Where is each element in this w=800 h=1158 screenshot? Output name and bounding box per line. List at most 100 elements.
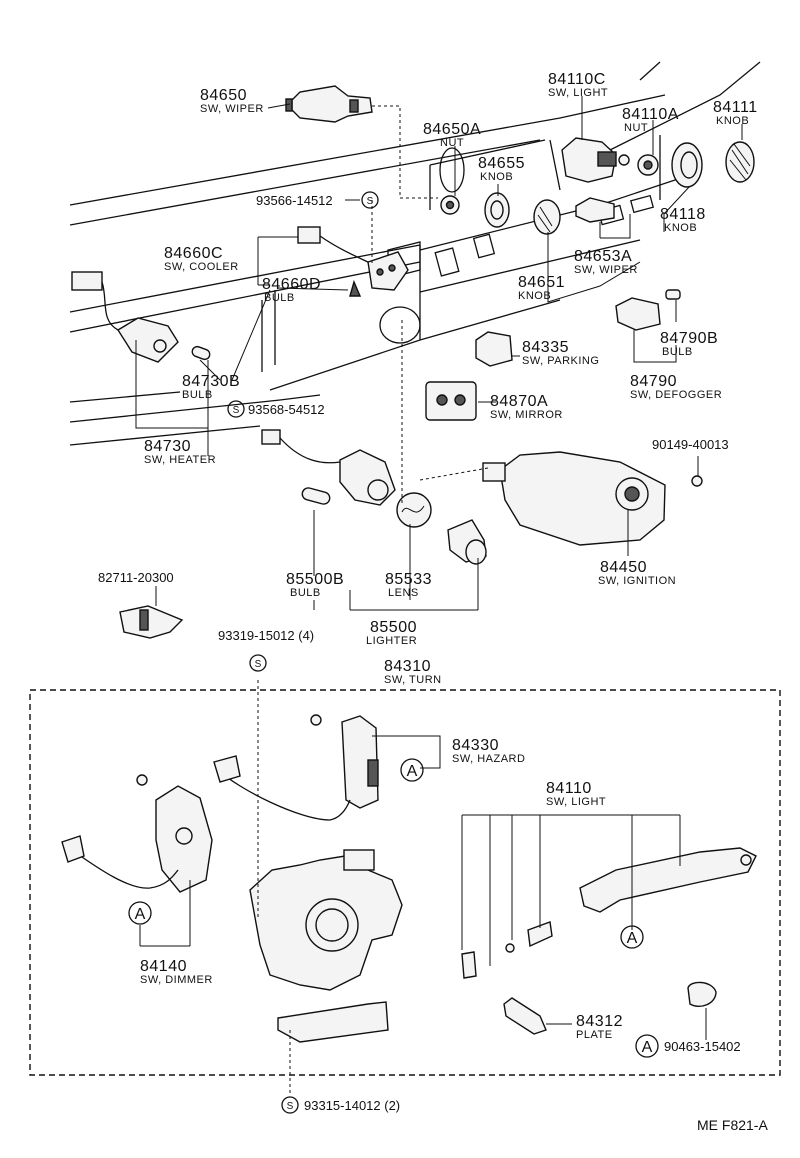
label-84790B-num: 84790B — [660, 330, 718, 347]
label-85533-desc: LENS — [388, 587, 419, 599]
label-84655-num: 84655 — [478, 155, 525, 172]
label-84335-desc: SW, PARKING — [522, 355, 599, 367]
label-85500-desc: LIGHTER — [366, 635, 417, 647]
label-84651-desc: KNOB — [518, 290, 551, 302]
light-switch-lever-84110 — [461, 847, 757, 979]
label-84653A-desc: SW, WIPER — [574, 264, 638, 276]
label-93566-num: 93566-14512 — [256, 193, 333, 208]
knob-84118 — [671, 142, 703, 188]
label-93568-num: 93568-54512 — [248, 402, 325, 417]
dimmer-switch-84140 — [61, 774, 213, 893]
label-84312-num: 84312 — [576, 1013, 623, 1030]
nut-84110A — [637, 154, 659, 176]
label-84110-desc: SW, LIGHT — [546, 796, 606, 808]
screw-marker-93319: S — [249, 654, 267, 672]
label-84650-desc: SW, WIPER — [200, 103, 264, 115]
label-84730-num: 84730 — [144, 438, 191, 455]
label-84651-num: 84651 — [518, 274, 565, 291]
label-84650-num: 84650 — [200, 87, 247, 104]
bulb-84730B — [191, 345, 211, 361]
plate-84312 — [277, 997, 547, 1043]
label-84118-desc: KNOB — [664, 222, 697, 234]
label-84870A-desc: SW, MIRROR — [490, 409, 563, 421]
assembly-marker-clip: A — [635, 1034, 659, 1058]
label-82711-num: 82711-20300 — [98, 570, 174, 585]
bracket-82711 — [119, 605, 184, 639]
label-84110C-desc: SW, LIGHT — [548, 87, 608, 99]
label-84660D-num: 84660D — [262, 276, 321, 293]
assembly-marker-dimmer: A — [128, 901, 152, 925]
label-84450-desc: SW, IGNITION — [598, 575, 676, 587]
label-84310-desc: SW, TURN — [384, 674, 442, 686]
label-84660C-desc: SW, COOLER — [164, 261, 239, 273]
label-85500B-desc: BULB — [290, 587, 321, 599]
label-84730-desc: SW, HEATER — [144, 454, 216, 466]
label-93319-num: 93319-15012 (4) — [218, 628, 314, 643]
label-84655-desc: KNOB — [480, 171, 513, 183]
label-90463-num: 90463-15402 — [664, 1039, 741, 1054]
light-switch-84110C — [561, 137, 630, 183]
clip-90463 — [687, 981, 717, 1008]
label-84330-num: 84330 — [452, 737, 499, 754]
label-85533-num: 85533 — [385, 571, 432, 588]
mirror-switch-84870A — [425, 381, 477, 421]
label-84450-num: 84450 — [600, 559, 647, 576]
knob-84651 — [533, 199, 561, 235]
label-84140-desc: SW, DIMMER — [140, 974, 213, 986]
screw-marker-93566: S — [361, 191, 379, 209]
label-84660D-desc: BULB — [264, 292, 295, 304]
label-84310-num: 84310 — [384, 658, 431, 675]
svg-text:A: A — [407, 763, 418, 780]
label-84790B-desc: BULB — [662, 346, 693, 358]
label-84730B-desc: BULB — [182, 389, 213, 401]
label-84650A-num: 84650A — [423, 121, 481, 138]
label-84650A-desc: NUT — [440, 137, 464, 149]
wiper-switch-84650 — [285, 85, 373, 123]
knob-84655 — [484, 192, 510, 228]
label-84870A-num: 84870A — [490, 393, 548, 410]
bulb-84660D — [349, 279, 362, 297]
label-84790-desc: SW, DEFOGGER — [630, 389, 722, 401]
label-93315-num: 93315-14012 (2) — [304, 1098, 400, 1113]
label-84330-desc: SW, HAZARD — [452, 753, 525, 765]
screw-marker-93315: S — [281, 1096, 299, 1114]
wiper-switch-84653A — [575, 197, 615, 223]
cooler-switch-84660C — [297, 226, 409, 291]
label-84660C-num: 84660C — [164, 245, 223, 262]
label-84730B-num: 84730B — [182, 373, 240, 390]
assembly-marker-light: A — [620, 925, 644, 949]
leader-lines — [135, 96, 743, 1096]
hazard-switch-84330 — [213, 714, 379, 821]
nut-84650A — [440, 195, 460, 215]
parking-switch-84335 — [475, 331, 513, 367]
label-84312-desc: PLATE — [576, 1029, 613, 1041]
svg-text:S: S — [367, 196, 374, 207]
part-labels: 84650 SW, WIPER 84650A NUT 84110C SW, LI… — [98, 71, 768, 1133]
label-90149-num: 90149-40013 — [652, 437, 729, 452]
label-84653A-num: 84653A — [574, 248, 632, 265]
label-84110A-desc: NUT — [624, 122, 648, 134]
screw-marker-93568: S — [227, 400, 245, 418]
label-84118-num: 84118 — [660, 206, 706, 223]
svg-text:A: A — [627, 930, 638, 947]
heater-switch-84730 — [71, 271, 179, 363]
figure-code: ME F821-A — [697, 1117, 768, 1133]
assembly-marker-hazard: A — [400, 758, 424, 782]
svg-text:S: S — [233, 405, 240, 416]
lighter-assembly-85500 — [261, 429, 487, 565]
label-84111-desc: KNOB — [716, 115, 749, 127]
label-84140-num: 84140 — [140, 958, 187, 975]
label-84335-num: 84335 — [522, 339, 569, 356]
label-84790-num: 84790 — [630, 373, 677, 390]
svg-text:S: S — [255, 659, 262, 670]
label-84111-num: 84111 — [713, 99, 758, 116]
svg-text:A: A — [135, 906, 146, 923]
label-84110A-num: 84110A — [622, 106, 679, 123]
label-85500-num: 85500 — [370, 619, 417, 636]
turn-switch-body-84310 — [249, 849, 403, 991]
svg-text:S: S — [287, 1101, 294, 1112]
label-84110C-num: 84110C — [548, 71, 606, 88]
knob-84111 — [725, 141, 755, 183]
svg-text:A: A — [642, 1039, 653, 1056]
